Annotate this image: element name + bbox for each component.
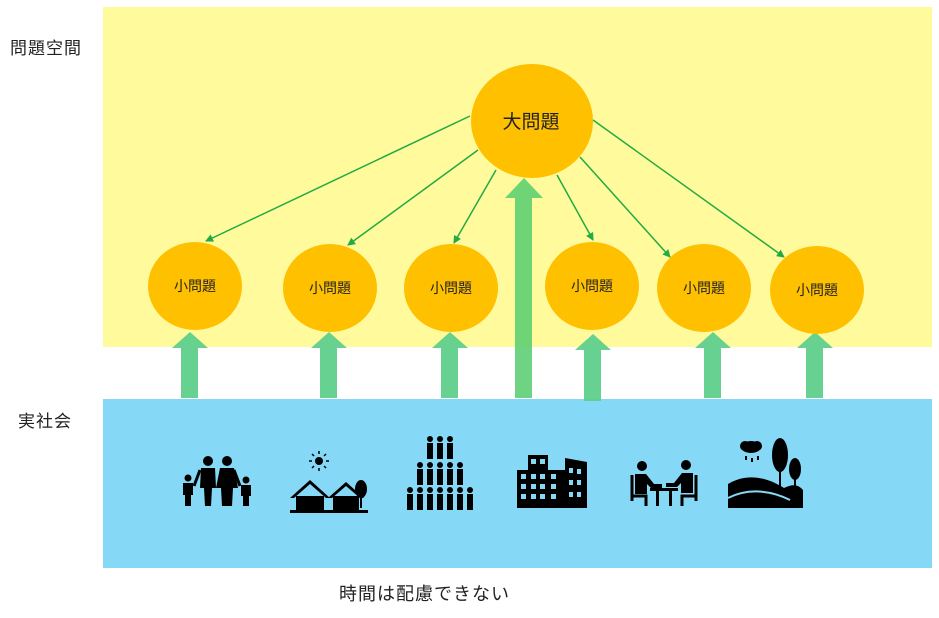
big-problem-label: 大問題: [502, 111, 559, 133]
real-society-label: 実社会: [18, 412, 72, 432]
connector-arrow-2: [347, 149, 479, 246]
big-problem-node: [471, 64, 593, 178]
up-arrow-1: [172, 332, 208, 398]
small-problem-label-5: 小問題: [683, 281, 725, 297]
small-problem-label-3: 小問題: [430, 281, 472, 297]
connector-arrow-5: [579, 156, 671, 258]
connector-arrow-1: [205, 115, 471, 242]
meeting-icon: [630, 460, 698, 506]
small-problem-nodes: [148, 242, 864, 334]
crowd-icon: [407, 436, 473, 510]
small-problem-label-1: 小問題: [174, 279, 216, 295]
big-up-arrow: [505, 178, 543, 398]
connector-arrows: [205, 115, 785, 258]
problem-space-label: 問題空間: [10, 39, 82, 59]
small-problem-node-3: [404, 244, 498, 332]
small-problem-node-1: [148, 242, 242, 330]
landscape-icon: [727, 438, 803, 508]
small-problem-label-2: 小問題: [309, 281, 351, 297]
small-problem-node-5: [657, 244, 751, 332]
small-problem-label-4: 小問題: [571, 279, 613, 295]
up-arrow-4: [575, 334, 611, 401]
connector-arrow-3: [453, 169, 497, 244]
up-arrows: [172, 332, 833, 401]
small-problem-node-6: [770, 246, 864, 334]
up-arrow-2: [311, 332, 347, 398]
buildings-icon: [517, 455, 587, 508]
small-problem-node-4: [545, 242, 639, 330]
houses-icon: [290, 451, 368, 513]
up-arrow-5: [695, 332, 731, 398]
connector-arrow-6: [592, 119, 785, 258]
family-icon: [183, 456, 251, 506]
up-arrow-3: [432, 332, 468, 398]
connector-arrow-4: [556, 174, 594, 241]
up-arrow-6: [797, 332, 833, 398]
small-problem-node-2: [283, 244, 377, 332]
time-note-label: 時間は配慮できない: [339, 584, 510, 605]
small-problem-label-6: 小問題: [796, 283, 838, 299]
